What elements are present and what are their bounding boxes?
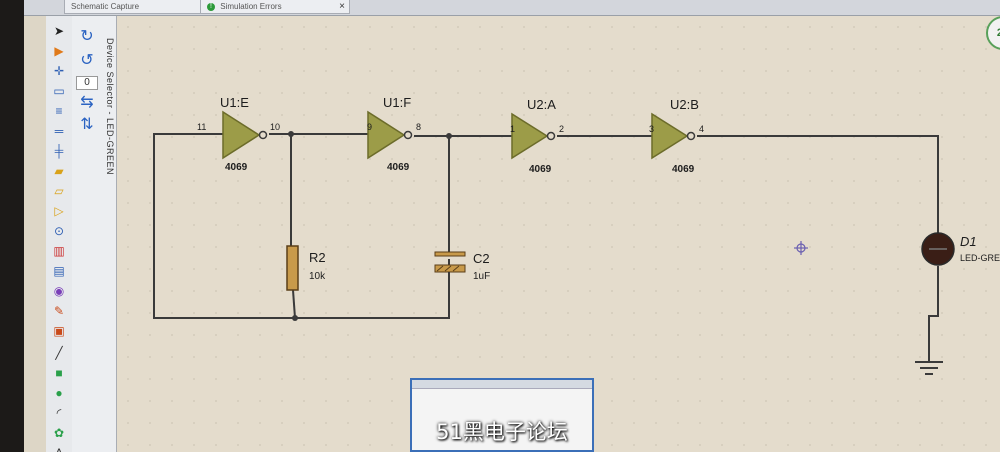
ground-symbol[interactable] bbox=[915, 361, 943, 375]
wire-feedback[interactable] bbox=[153, 133, 450, 319]
mirror-horizontal-icon[interactable]: ⇆ bbox=[80, 94, 94, 111]
badge-label: 21 bbox=[996, 27, 1000, 39]
rotate-clockwise-icon[interactable]: ↻ bbox=[80, 28, 94, 45]
select-arrow-icon[interactable]: ➤ bbox=[53, 24, 65, 38]
probe-icon[interactable]: ▷ bbox=[54, 204, 64, 218]
screen: Schematic Capture × ! Simulation Errors … bbox=[24, 0, 1000, 452]
subcircuit-icon[interactable]: ╪ bbox=[54, 144, 64, 158]
warning-icon: ! bbox=[207, 2, 215, 11]
tab-label: Schematic Capture bbox=[71, 2, 140, 11]
r2-name: R2 bbox=[309, 250, 326, 265]
inverter-u2b[interactable]: U2:B 4069 3 4 bbox=[649, 97, 704, 175]
u2b-pin-out: 4 bbox=[699, 124, 704, 134]
schematic-canvas[interactable]: U1:E 4069 11 10 U1:F 4069 9 8 U2:A 4069 bbox=[117, 16, 1000, 452]
preview-title-bar bbox=[412, 380, 592, 389]
u1e-pin-out: 10 bbox=[270, 122, 280, 132]
virtual-instrument-icon[interactable]: ✎ bbox=[53, 304, 65, 318]
u2b-part: 4069 bbox=[672, 164, 695, 175]
junction-icon[interactable]: ✛ bbox=[53, 64, 65, 78]
angle-input[interactable]: 0 bbox=[76, 76, 98, 90]
origin-marker-icon bbox=[794, 241, 808, 255]
u2a-name: U2:A bbox=[527, 97, 556, 112]
resistor-r2[interactable]: R2 10k bbox=[286, 245, 326, 291]
device-selector-title: Device Selector - LED-GREEN bbox=[105, 38, 115, 176]
tab-label: Simulation Errors bbox=[220, 2, 282, 11]
c2-value: 1uF bbox=[473, 271, 490, 282]
d1-value: LED-GREEN bbox=[960, 253, 1000, 263]
u1f-part: 4069 bbox=[387, 162, 410, 173]
generator-icon[interactable]: ⊙ bbox=[53, 224, 65, 238]
tape-recorder-icon[interactable]: ▤ bbox=[53, 264, 65, 278]
terminal-icon[interactable]: ▰ bbox=[54, 164, 64, 178]
device-pin-icon[interactable]: ▱ bbox=[54, 184, 64, 198]
inverter-u1e[interactable]: U1:E 4069 11 10 bbox=[197, 95, 280, 173]
inverter-u2a[interactable]: U2:A 4069 1 2 bbox=[510, 97, 564, 175]
bus-icon[interactable]: ═ bbox=[54, 124, 64, 138]
instrument-icon[interactable]: ▣ bbox=[53, 324, 65, 338]
tool-palette: ➤ ▶ ✛ ▭ ≡ ═ ╪ ▰ ▱ ▷ ⊙ ▥ ▤ ◉ ✎ ▣ ╱ ■ ● ◜ … bbox=[46, 16, 73, 452]
taskbar-preview-window[interactable] bbox=[410, 378, 594, 452]
tab-simulation-errors[interactable]: ! Simulation Errors × bbox=[200, 0, 350, 14]
graph-icon[interactable]: ▥ bbox=[53, 244, 65, 258]
u2b-name: U2:B bbox=[670, 97, 699, 112]
led-d1[interactable]: D1 LED-GREEN bbox=[921, 232, 1000, 266]
u1e-name: U1:E bbox=[220, 95, 249, 110]
line-tool-icon[interactable]: ╱ bbox=[55, 346, 63, 360]
u1f-pin-out: 8 bbox=[416, 122, 421, 132]
u2b-pin-in: 3 bbox=[649, 124, 654, 134]
wire-label-icon[interactable]: ▭ bbox=[53, 84, 65, 98]
watermark-text: 51黑电子论坛 bbox=[436, 420, 568, 444]
tab-schematic-capture[interactable]: Schematic Capture × bbox=[64, 0, 222, 14]
wire-d1-gnd[interactable] bbox=[928, 266, 939, 362]
close-icon[interactable]: × bbox=[339, 1, 345, 12]
u1e-part: 4069 bbox=[225, 162, 248, 173]
d1-name: D1 bbox=[960, 234, 977, 249]
c2-name: C2 bbox=[473, 251, 490, 266]
circle-tool-icon[interactable]: ● bbox=[55, 386, 63, 400]
junctions bbox=[288, 131, 452, 321]
wire-r2-bottom[interactable] bbox=[292, 289, 296, 319]
voltage-probe-icon[interactable]: ◉ bbox=[53, 284, 65, 298]
r2-value: 10k bbox=[309, 271, 326, 282]
text-script-icon[interactable]: ≡ bbox=[55, 104, 63, 118]
box-tool-icon[interactable]: ■ bbox=[55, 366, 63, 380]
u1f-pin-in: 9 bbox=[367, 122, 372, 132]
arc-tool-icon[interactable]: ◜ bbox=[56, 406, 62, 420]
capacitor-c2[interactable]: C2 1uF bbox=[434, 251, 490, 286]
u2a-pin-in: 1 bbox=[510, 124, 515, 134]
wires bbox=[153, 133, 939, 362]
u1f-name: U1:F bbox=[383, 95, 411, 110]
rotate-counterclockwise-icon[interactable]: ↺ bbox=[80, 52, 94, 69]
junction-dot bbox=[446, 133, 452, 139]
device-selector-panel: ↻ ↺ 0 ⇆ ⇅ Device Selector - LED-GREEN bbox=[72, 16, 117, 452]
component-mode-icon[interactable]: ▶ bbox=[54, 44, 64, 58]
tab-bar: Schematic Capture × ! Simulation Errors … bbox=[24, 0, 1000, 16]
wire-u2b-d1[interactable] bbox=[697, 135, 939, 236]
inverter-u1f[interactable]: U1:F 4069 9 8 bbox=[367, 95, 421, 173]
path-tool-icon[interactable]: ✿ bbox=[53, 426, 65, 440]
u1e-pin-in: 11 bbox=[197, 122, 206, 132]
junction-dot bbox=[292, 315, 298, 321]
mirror-vertical-icon[interactable]: ⇅ bbox=[80, 116, 94, 133]
u2a-pin-out: 2 bbox=[559, 124, 564, 134]
u2a-part: 4069 bbox=[529, 164, 552, 175]
junction-dot bbox=[288, 131, 294, 137]
schematic-drawing: U1:E 4069 11 10 U1:F 4069 9 8 U2:A 4069 bbox=[153, 95, 1000, 375]
text-tool-icon[interactable]: A bbox=[49, 446, 69, 452]
